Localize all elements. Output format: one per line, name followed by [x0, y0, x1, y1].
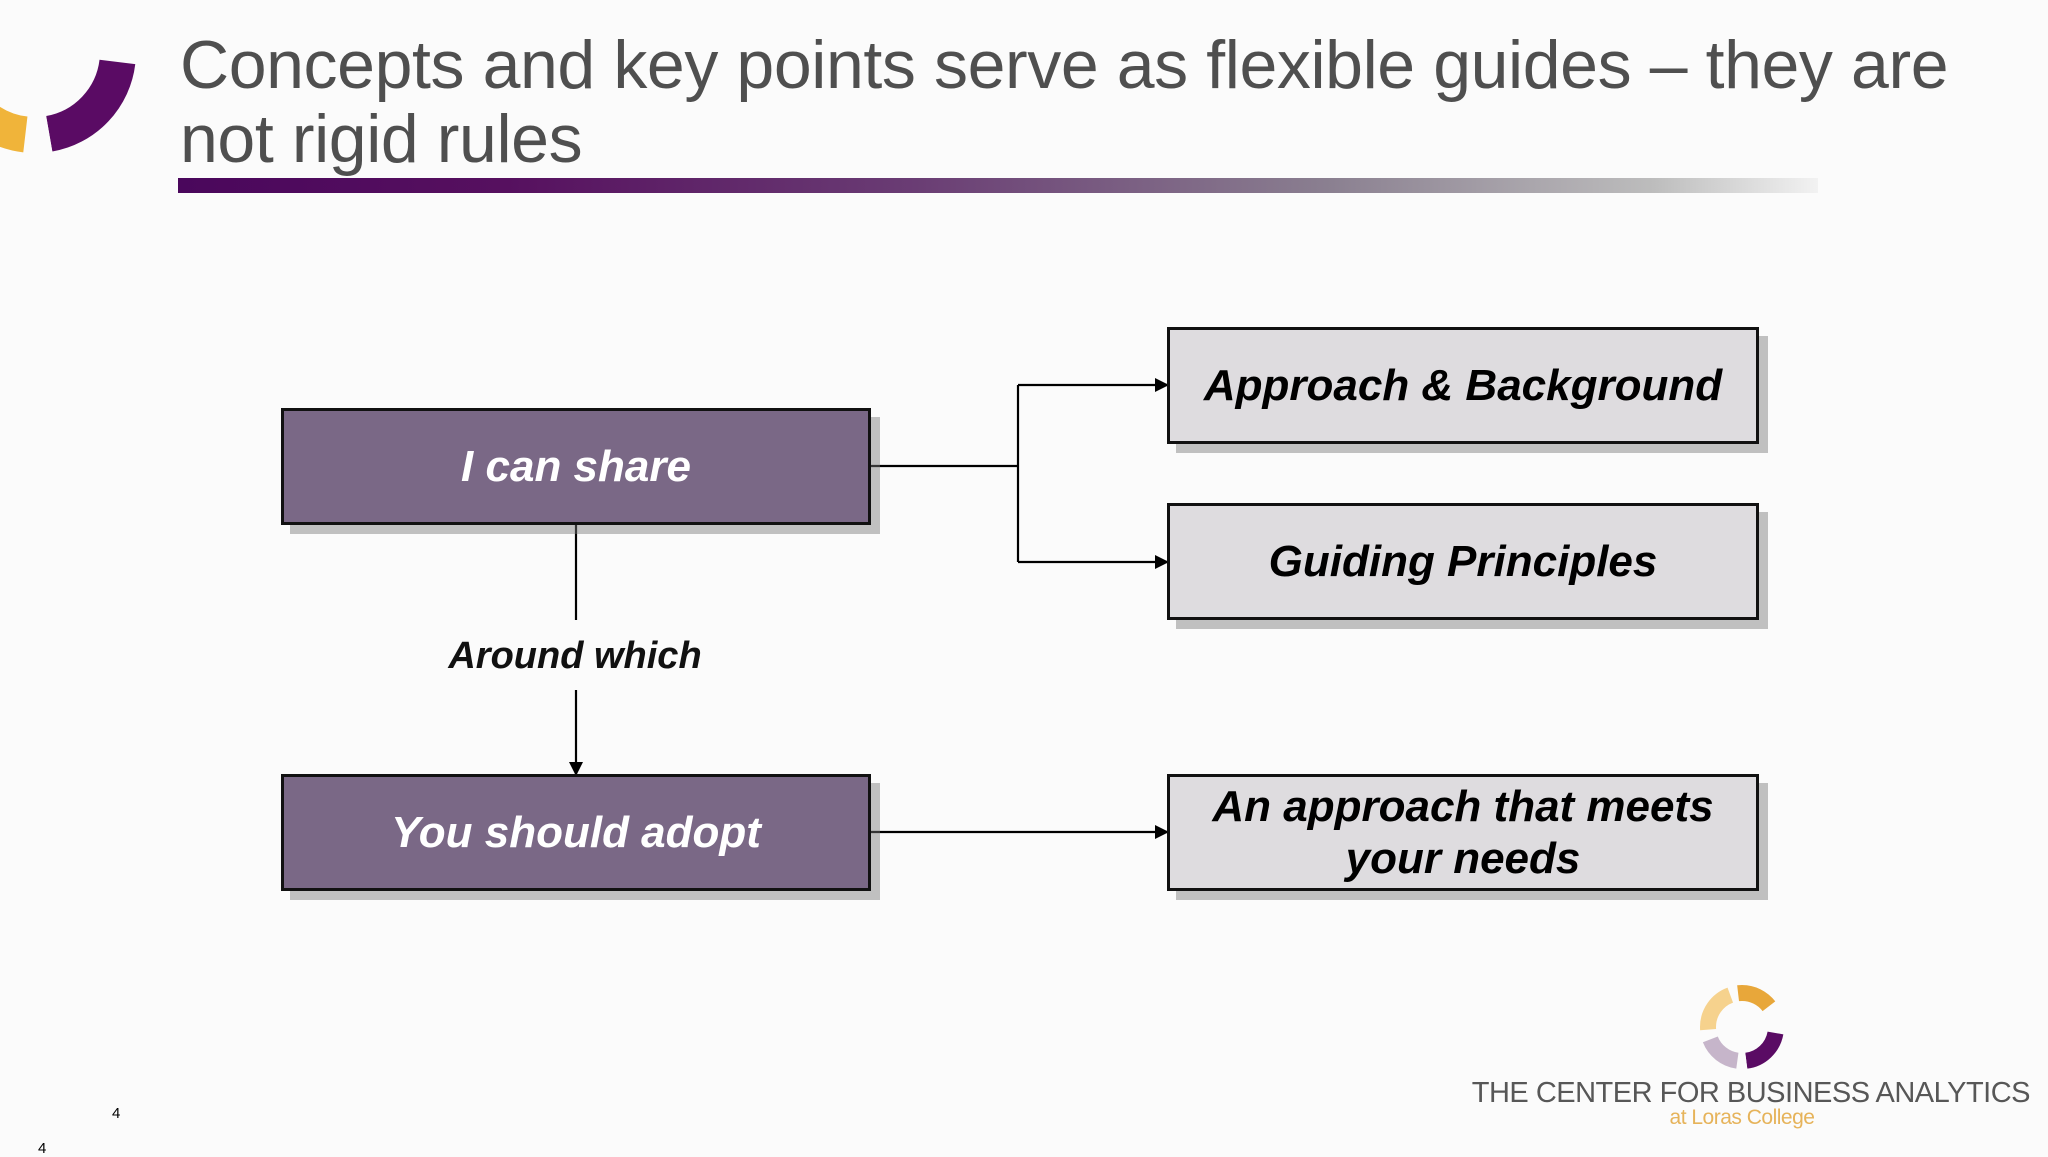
- guiding-principles-text: Guiding Principles: [1268, 536, 1658, 586]
- i-can-share-box: I can share: [281, 408, 871, 525]
- you-should-adopt-text: You should adopt: [391, 807, 761, 857]
- you-should-adopt-box: You should adopt: [281, 774, 871, 891]
- center-ring-logo-icon: [1699, 984, 1785, 1070]
- business-analytics-brand: THE CENTER FOR BUSINESS ANALYTICS: [1471, 1077, 2031, 1109]
- title-gradient-rule: [178, 178, 1818, 193]
- guiding-principles-box: Guiding Principles: [1167, 503, 1759, 620]
- around-which-label: Around which: [430, 632, 720, 680]
- loras-college-subbrand: at Loras College: [1669, 1106, 1815, 1129]
- slide-title: Concepts and key points serve as flexibl…: [180, 27, 1949, 177]
- approach-needs-box: An approach that meets your needs: [1167, 774, 1759, 891]
- approach-background-box: Approach & Background: [1167, 327, 1759, 444]
- slide-page-number: 4: [112, 1105, 121, 1122]
- slide-edge-number: 4: [38, 1140, 47, 1157]
- approach-needs-text: An approach that meets your needs: [1212, 781, 1714, 883]
- approach-background-text: Approach & Background: [1203, 360, 1723, 410]
- i-can-share-text: I can share: [461, 441, 691, 491]
